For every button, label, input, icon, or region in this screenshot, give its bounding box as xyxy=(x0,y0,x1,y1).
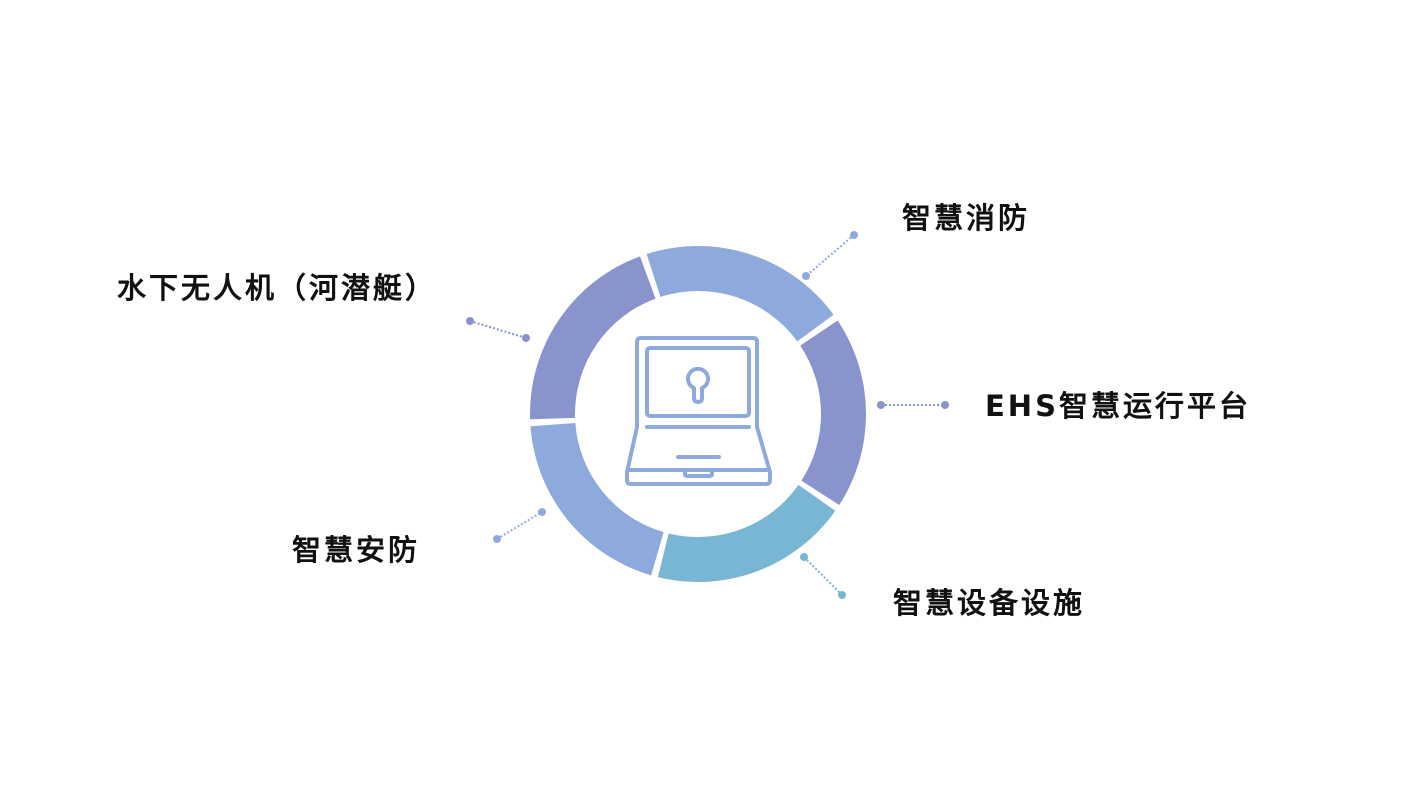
label-smart-equipment: 智慧设备设施 xyxy=(893,586,1086,620)
label-smart-security: 智慧安防 xyxy=(292,533,421,567)
connector-dot-icon xyxy=(493,535,501,543)
connector-dot-icon xyxy=(802,272,810,280)
ring-segments xyxy=(530,246,866,582)
ring-segment-security xyxy=(530,423,664,576)
connector-dot-icon xyxy=(522,334,530,342)
connector-dot-icon xyxy=(838,591,846,599)
connector-dot-icon xyxy=(941,401,949,409)
ring-segment-fire xyxy=(646,246,834,342)
ring-segment-equipment xyxy=(657,484,836,582)
ring-segment-underwater xyxy=(530,256,656,420)
label-ehs-platform: EHS智慧运行平台 xyxy=(985,389,1251,423)
connector-lines xyxy=(466,231,949,599)
connector-dot-icon xyxy=(877,401,885,409)
connector-line-fire xyxy=(805,234,855,277)
connector-dot-icon xyxy=(466,317,474,325)
connector-dot-icon xyxy=(800,553,808,561)
connector-dot-icon xyxy=(850,231,858,239)
connector-line-equipment xyxy=(803,556,843,596)
connector-dot-icon xyxy=(538,508,546,516)
connector-line-underwater xyxy=(469,320,527,339)
connector-line-security xyxy=(496,511,543,540)
ring-segment-ehs xyxy=(800,320,866,506)
label-underwater-drone: 水下无人机（河潜艇） xyxy=(117,271,438,305)
laptop-lock-icon xyxy=(625,336,772,486)
label-smart-fire: 智慧消防 xyxy=(902,201,1031,235)
